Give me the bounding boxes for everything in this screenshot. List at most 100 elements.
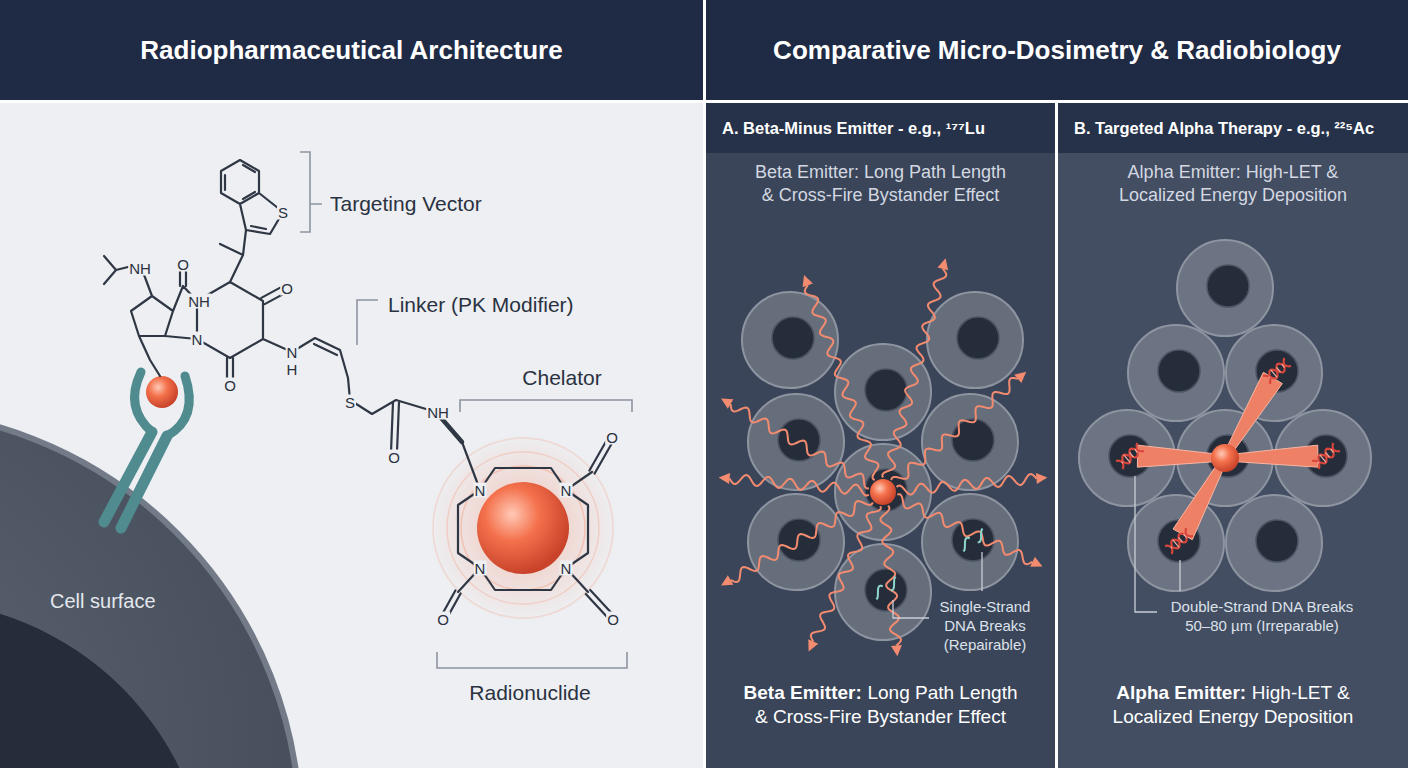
ligand-ball — [146, 376, 178, 408]
cell-label: Cell surface — [50, 590, 156, 613]
dna-strand — [1312, 449, 1340, 464]
beta-track — [731, 404, 869, 488]
dna-rung — [1318, 462, 1319, 464]
dna-break-icons — [876, 529, 982, 600]
molecule-bonds — [104, 160, 615, 621]
cell — [742, 292, 838, 388]
dna-rung — [1124, 455, 1130, 462]
emitter-panel: Beta Emitter:Long Path Length & Cross-Fi… — [706, 103, 1055, 768]
atom-symbol: NH — [187, 294, 211, 309]
dna-rung — [1184, 534, 1187, 537]
atom-symbol: O — [280, 281, 294, 296]
part-label: Linker (PK Modifier) — [388, 292, 574, 317]
beta-track — [730, 475, 869, 495]
atom-symbol: N — [474, 483, 487, 498]
panel-heading: B. Targeted Alpha Therapy - e.g., ²²⁵Ac — [1074, 119, 1374, 138]
radionuclide-sphere — [477, 482, 569, 574]
dna-rung — [1277, 367, 1281, 372]
halo-ring — [461, 466, 585, 590]
atom-symbol: O — [606, 612, 620, 627]
beta-tracks — [719, 258, 1048, 656]
title-band: Comparative Micro-Dosimetry & Radiobiolo… — [706, 0, 1408, 100]
cell — [748, 494, 844, 590]
panel-title: Radiopharmaceutical Architecture — [140, 35, 562, 66]
cell — [835, 344, 931, 440]
cell-nucleus — [865, 369, 907, 411]
receptor-stem — [121, 436, 167, 528]
dna-strand — [891, 577, 896, 591]
receptor-arm — [135, 372, 152, 432]
alpha-tracks — [1137, 372, 1318, 539]
cell — [1226, 495, 1322, 591]
dna-rung — [1130, 452, 1134, 457]
atom-symbol: N — [286, 345, 299, 360]
cell — [1128, 495, 1224, 591]
alpha-track — [1225, 445, 1318, 467]
panel-description: Beta Emitter: Long Path Length & Cross-F… — [749, 161, 1012, 208]
panel-title: Comparative Micro-Dosimetry & Radiobiolo… — [773, 35, 1341, 66]
radiation-illustration — [719, 240, 1371, 656]
dna-rung — [1122, 462, 1123, 464]
part-label: Radionuclide — [469, 680, 590, 705]
atom-symbol: NH — [128, 261, 152, 276]
atom-symbol: O — [223, 378, 237, 393]
leader-line — [893, 476, 1180, 618]
panel-header: A. Beta-Minus Emitter - e.g., ¹⁷⁷Lu — [706, 103, 1055, 153]
beta-track — [880, 506, 900, 646]
cell-nucleus — [1207, 265, 1249, 307]
dna-rung — [1179, 537, 1183, 542]
summary-line: Alpha Emitter:High-LET & Localized Energ… — [1093, 681, 1373, 729]
arrowhead — [719, 473, 730, 484]
atom-symbol: N — [560, 483, 573, 498]
atom-symbol: O — [605, 430, 619, 445]
cell-cluster — [1079, 240, 1371, 591]
panel-description: Alpha Emitter: High-LET & Localized Ener… — [1101, 161, 1365, 208]
callout-label: Single-Strand DNA Breaks (Repairable) — [933, 597, 1037, 654]
cell — [922, 394, 1018, 490]
cell-nucleus — [865, 569, 907, 611]
emitter-source — [870, 479, 896, 505]
summary-heading: Beta Emitter: — [744, 682, 862, 703]
atom-symbol: N — [191, 332, 204, 347]
part-label: Chelator — [522, 365, 601, 390]
arrowhead — [1036, 473, 1047, 484]
arrowhead — [1014, 372, 1026, 383]
atom-symbol: O — [387, 450, 401, 465]
dna-strand — [978, 529, 983, 543]
arrowhead — [937, 258, 948, 270]
dna-rung — [1282, 364, 1285, 367]
atom-symbol: H — [286, 362, 299, 377]
bracket — [300, 152, 632, 668]
dna-strand — [1116, 449, 1144, 464]
cell-nucleus — [778, 519, 820, 561]
dna-strand — [1165, 534, 1193, 549]
cell-nucleus — [1158, 350, 1200, 392]
title-band: Radiopharmaceutical Architecture — [0, 0, 703, 100]
dna-rung — [1320, 455, 1326, 462]
atom-symbol: O — [436, 612, 450, 627]
cell-nucleus — [0, 600, 210, 768]
cell-membrane — [0, 410, 300, 768]
atom-symbol: S — [277, 205, 289, 220]
beta-track — [882, 269, 946, 478]
atom-symbol: O — [176, 257, 190, 272]
cell — [1226, 325, 1322, 421]
beta-track — [805, 285, 879, 480]
arrowhead — [808, 639, 818, 651]
panel-heading: A. Beta-Minus Emitter - e.g., ¹⁷⁷Lu — [722, 119, 985, 138]
panel-ground — [1058, 103, 1408, 768]
cell — [835, 444, 931, 540]
beta-track — [731, 501, 873, 582]
dna-rung — [1173, 540, 1179, 547]
halo-ring — [447, 452, 599, 604]
callout-label: Double-Strand DNA Breaks 50–80 µm (Irrep… — [1160, 597, 1364, 635]
beta-track — [897, 494, 1032, 564]
receptor — [104, 372, 189, 528]
cell — [927, 292, 1023, 388]
cell-nucleus — [772, 317, 814, 359]
dna-strand — [963, 538, 969, 552]
beta-track — [891, 378, 1018, 480]
beta-track — [811, 506, 881, 641]
beta-track — [897, 474, 1037, 494]
arrowhead — [803, 275, 813, 287]
